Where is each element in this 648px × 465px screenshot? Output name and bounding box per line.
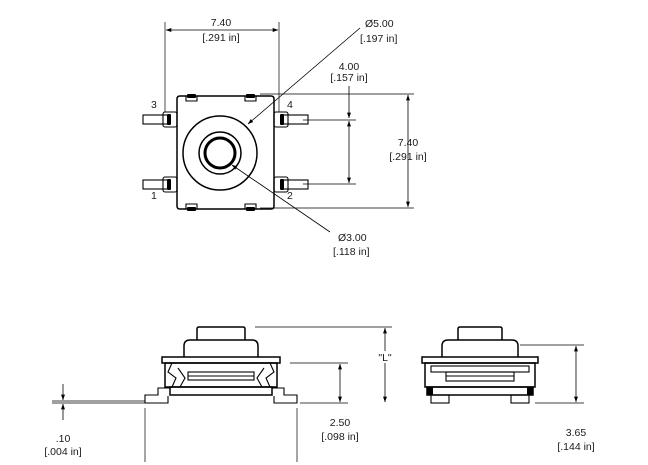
top-height-mm: 7.40 — [398, 137, 419, 149]
top-height-in: [.291 in] — [389, 151, 426, 163]
terminal-3 — [142, 111, 178, 128]
side-body-top — [161, 356, 281, 364]
plunger-inner-circle — [203, 136, 237, 170]
plunger-diameter-leader: Ø3.00 [.118 in] — [231, 164, 370, 258]
side-body-base — [169, 386, 273, 396]
cap-diameter-leader: Ø5.00 [.197 in] — [247, 18, 397, 125]
terminal-2 — [273, 176, 309, 193]
plunger-diameter-mm: Ø3.00 — [338, 232, 367, 244]
overall-height-dimension: "L" — [255, 326, 398, 403]
top-body-outline — [176, 95, 275, 210]
lead-thickness-dimension: .10 [.004 in] — [44, 384, 82, 458]
top-body-tabs — [187, 94, 255, 211]
top-width-mm: 7.40 — [211, 17, 232, 29]
end-height-dimension: 3.65 [.144 in] — [520, 344, 595, 453]
cap-diameter-in: [.197 in] — [360, 33, 397, 45]
terminal-4 — [273, 111, 309, 128]
top-height-dimension: 7.40 [.291 in] — [260, 93, 427, 209]
overall-height-label: "L" — [378, 352, 392, 364]
end-height-mm: 3.65 — [566, 427, 587, 439]
top-body-notches — [185, 96, 257, 209]
pin-label-3: 3 — [151, 99, 157, 111]
body-height-dimension: 2.50 [.098 in] — [290, 362, 359, 443]
side-cap — [183, 339, 259, 357]
cap-diameter-mm: Ø5.00 — [365, 18, 394, 30]
end-body-top — [421, 356, 539, 364]
side-actuator — [196, 326, 246, 340]
end-actuator — [457, 326, 503, 340]
side-lead-right — [272, 387, 298, 404]
plunger-diameter-in: [.118 in] — [333, 246, 370, 258]
pin-label-1: 1 — [151, 190, 157, 202]
side-view: .10 [.004 in] 2.50 [.098 in] "L" — [44, 326, 398, 462]
side-lead-left — [144, 387, 170, 404]
body-height-mm: 2.50 — [330, 417, 351, 429]
terminal-1 — [142, 176, 178, 193]
end-view: 3.65 [.144 in] — [421, 326, 595, 453]
pin-label-4: 4 — [287, 99, 293, 111]
top-view: 3 4 1 2 7.40 [.291 in] Ø5.00 [.197 in] 4… — [142, 17, 427, 258]
body-height-in: [.098 in] — [321, 431, 358, 443]
top-width-dimension: 7.40 [.291 in] — [164, 17, 280, 112]
pin-pitch-dimension: 4.00 [.157 in] — [303, 61, 368, 185]
end-body-base — [426, 386, 534, 396]
end-body-main — [424, 362, 536, 388]
pin-label-2: 2 — [287, 190, 293, 202]
end-height-in: [.144 in] — [557, 441, 594, 453]
pin-pitch-mm: 4.00 — [339, 61, 360, 73]
lead-thickness-in: [.004 in] — [44, 446, 81, 458]
plunger-outer-circle — [198, 131, 242, 175]
end-cap — [441, 339, 519, 357]
lead-thickness-mm: .10 — [56, 433, 71, 445]
pin-pitch-in: [.157 in] — [330, 72, 367, 84]
cap-outer-circle — [182, 115, 258, 191]
top-width-in: [.291 in] — [202, 32, 239, 44]
